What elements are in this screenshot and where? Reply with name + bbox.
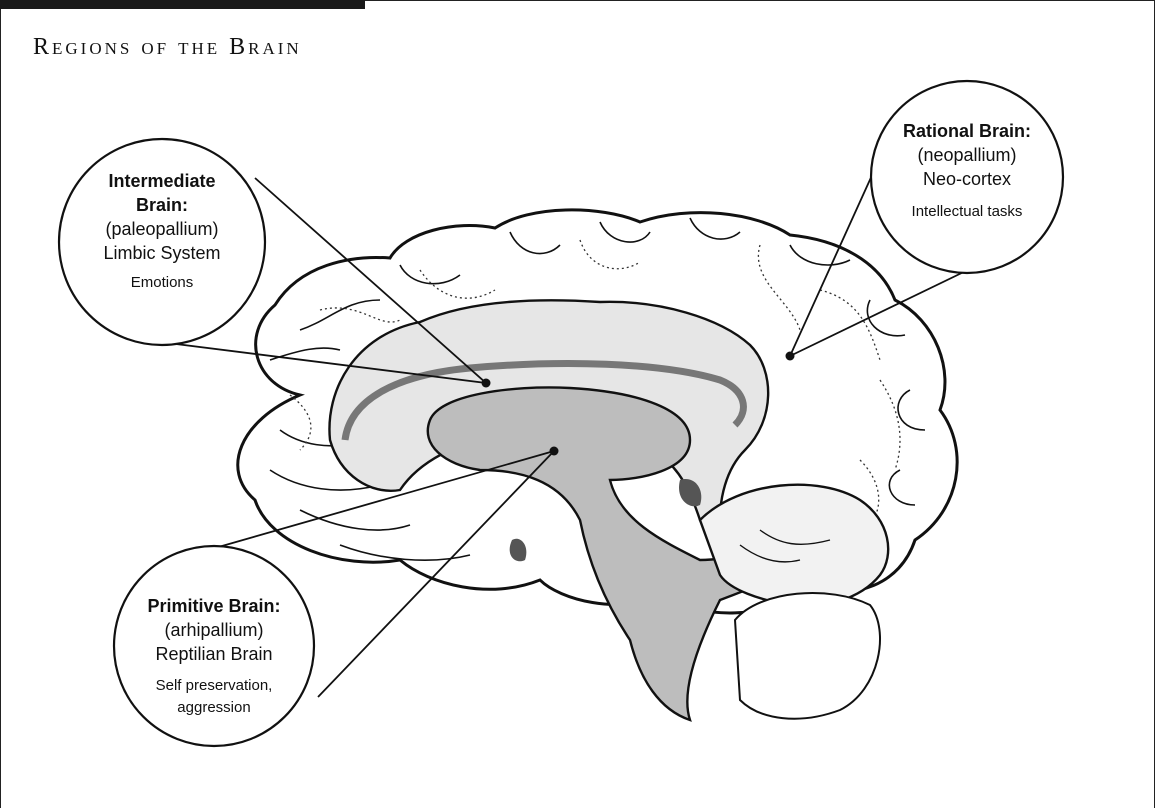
- primitive-subtitle-2: Reptilian Brain: [155, 644, 272, 664]
- intermediate-subtitle-2: Limbic System: [103, 243, 220, 263]
- primitive-heading: Primitive Brain:: [147, 596, 280, 616]
- rational-heading: Rational Brain:: [903, 121, 1031, 141]
- rational-subtitle-1: (neopallium): [917, 145, 1016, 165]
- intermediate-subtitle-1: (paleopallium): [105, 219, 218, 239]
- primitive-note-2: aggression: [177, 699, 250, 716]
- pointer-dot-limbic: [482, 379, 491, 388]
- primitive-note-1: Self preservation,: [156, 677, 273, 694]
- rational-note: Intellectual tasks: [912, 203, 1023, 220]
- intermediate-note: Emotions: [131, 274, 194, 291]
- rational-subtitle-2: Neo-cortex: [923, 169, 1011, 189]
- cerebellum-lower: [735, 593, 880, 719]
- pointer-dot-cortex: [786, 352, 795, 361]
- intermediate-heading-1: Intermediate: [108, 171, 215, 191]
- primitive-subtitle-1: (arhipallium): [164, 620, 263, 640]
- intermediate-brain-callout: Intermediate Brain: (paleopallium) Limbi…: [59, 139, 265, 345]
- primitive-brain-callout: Primitive Brain: (arhipallium) Reptilian…: [114, 546, 314, 746]
- rational-brain-callout: Rational Brain: (neopallium) Neo-cortex …: [871, 81, 1063, 273]
- intermediate-heading-2: Brain:: [136, 195, 188, 215]
- pointer-dot-brainstem: [550, 447, 559, 456]
